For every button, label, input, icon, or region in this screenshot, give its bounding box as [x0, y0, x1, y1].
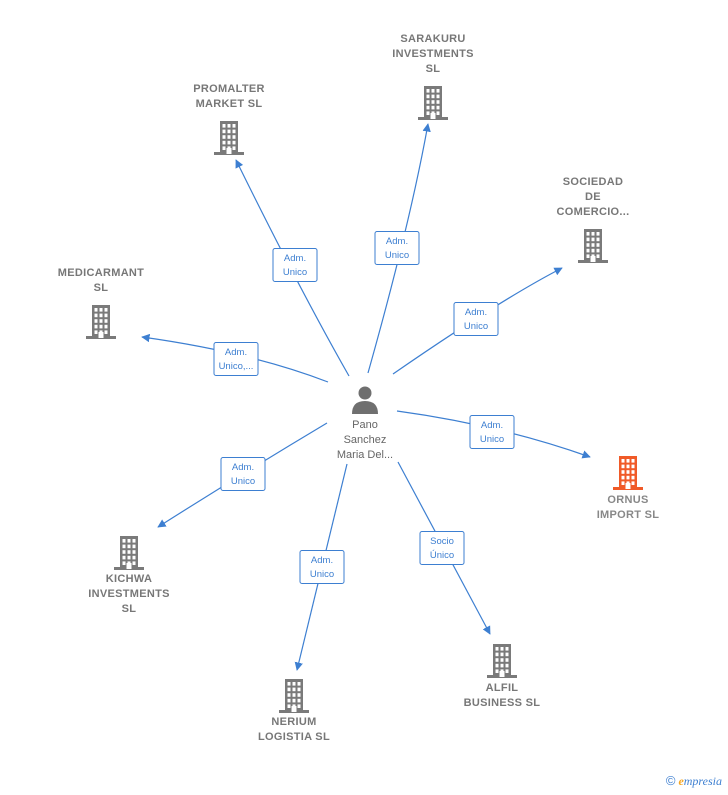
- company-name[interactable]: SOCIEDAD: [563, 176, 623, 188]
- company-name[interactable]: DE: [585, 191, 601, 203]
- relationship-label: Unico: [231, 476, 255, 487]
- company-node-kichwa[interactable]: KICHWA INVESTMENTS SL: [88, 536, 170, 615]
- relationship-badge[interactable]: Adm. Unico,...: [213, 342, 259, 376]
- edge-nerium: Adm. Unico: [294, 463, 348, 671]
- company-name[interactable]: MARKET SL: [196, 98, 263, 110]
- company-name[interactable]: SL: [122, 603, 137, 615]
- company-node-ornus[interactable]: ORNUS IMPORT SL: [597, 456, 660, 521]
- relationship-label: Unico: [310, 569, 334, 580]
- relationship-label: Adm.: [232, 462, 254, 473]
- relationship-label: Unico: [480, 434, 504, 445]
- relationship-badge[interactable]: Adm. Unico: [272, 248, 318, 282]
- company-name[interactable]: COMERCIO...: [557, 206, 630, 218]
- company-node-alfil[interactable]: ALFIL BUSINESS SL: [464, 644, 541, 709]
- edge-sociedad: Adm. Unico: [392, 267, 563, 375]
- relationship-badge[interactable]: Adm. Unico: [374, 231, 420, 265]
- company-name[interactable]: SL: [426, 63, 441, 75]
- company-name[interactable]: MEDICARMANT: [58, 267, 144, 279]
- building-icon: [418, 86, 448, 120]
- edge-ornus: Adm. Unico: [396, 410, 591, 459]
- relationship-badge[interactable]: Adm. Unico: [453, 302, 499, 336]
- company-name[interactable]: LOGISTIA SL: [258, 731, 330, 743]
- brand-logo-text: mpresia: [683, 774, 722, 788]
- relationship-label: Unico: [385, 250, 409, 261]
- company-node-sociedad[interactable]: SOCIEDAD DE COMERCIO...: [557, 176, 630, 263]
- building-icon: [578, 229, 608, 263]
- company-name[interactable]: PROMALTER: [193, 83, 265, 95]
- building-icon: [613, 456, 643, 490]
- building-icon: [86, 305, 116, 339]
- person-name[interactable]: Pano: [352, 419, 378, 431]
- company-node-promalter[interactable]: PROMALTER MARKET SL: [193, 83, 265, 155]
- relationship-label: Adm.: [386, 236, 408, 247]
- company-node-medicarmant[interactable]: MEDICARMANT SL: [58, 267, 144, 339]
- brand-footer[interactable]: ©empresia: [666, 773, 722, 789]
- brand-logo-e: e: [678, 774, 684, 788]
- relationship-label: Adm.: [225, 347, 247, 358]
- copyright-icon: ©: [665, 773, 676, 788]
- company-name[interactable]: BUSINESS SL: [464, 697, 541, 709]
- edge-sarakuru: Adm. Unico: [367, 123, 431, 374]
- relationship-label: Adm.: [311, 555, 333, 566]
- relationship-badge-box: [453, 302, 499, 336]
- building-icon: [487, 644, 517, 678]
- building-icon: [214, 121, 244, 155]
- company-name[interactable]: INVESTMENTS: [392, 48, 474, 60]
- relationship-label: Único: [430, 550, 454, 561]
- company-name[interactable]: KICHWA: [106, 573, 152, 585]
- building-icon: [279, 679, 309, 713]
- relationship-label: Unico: [283, 267, 307, 278]
- edge-promalter: Adm. Unico: [235, 159, 350, 377]
- company-name[interactable]: ORNUS: [607, 494, 648, 506]
- relationship-badge-box: [374, 231, 420, 265]
- person-icon: [352, 386, 378, 414]
- relationship-badge-box: [469, 415, 515, 449]
- relationship-label: Adm.: [481, 420, 503, 431]
- person-name[interactable]: Maria Del...: [337, 449, 393, 461]
- relationship-badge-box: [419, 531, 465, 565]
- relationship-badge-box: [220, 457, 266, 491]
- company-name[interactable]: NERIUM: [271, 716, 316, 728]
- relationship-label: Unico,...: [219, 361, 254, 372]
- company-node-nerium[interactable]: NERIUM LOGISTIA SL: [258, 679, 330, 743]
- edge-kichwa: Adm. Unico: [157, 422, 328, 528]
- relationship-label: Unico: [464, 321, 488, 332]
- relationship-label: Adm.: [465, 307, 487, 318]
- relationship-badge[interactable]: Adm. Unico: [220, 457, 266, 491]
- company-name[interactable]: SARAKURU: [400, 33, 465, 45]
- company-name[interactable]: IMPORT SL: [597, 509, 660, 521]
- relationship-badge-box: [272, 248, 318, 282]
- relationship-badge[interactable]: Adm. Unico: [299, 550, 345, 584]
- person-name[interactable]: Sanchez: [344, 434, 387, 446]
- company-name[interactable]: ALFIL: [486, 682, 519, 694]
- company-name[interactable]: SL: [94, 282, 109, 294]
- relationship-badge[interactable]: Adm. Unico: [469, 415, 515, 449]
- edge-medicarmant: Adm. Unico,...: [141, 333, 329, 383]
- relationship-badge-box: [299, 550, 345, 584]
- company-node-sarakuru[interactable]: SARAKURU INVESTMENTS SL: [392, 33, 474, 120]
- relationship-label: Socio: [430, 536, 454, 547]
- building-icon: [114, 536, 144, 570]
- relationship-badge-box: [213, 342, 259, 376]
- company-name[interactable]: INVESTMENTS: [88, 588, 170, 600]
- relationship-label: Adm.: [284, 253, 306, 264]
